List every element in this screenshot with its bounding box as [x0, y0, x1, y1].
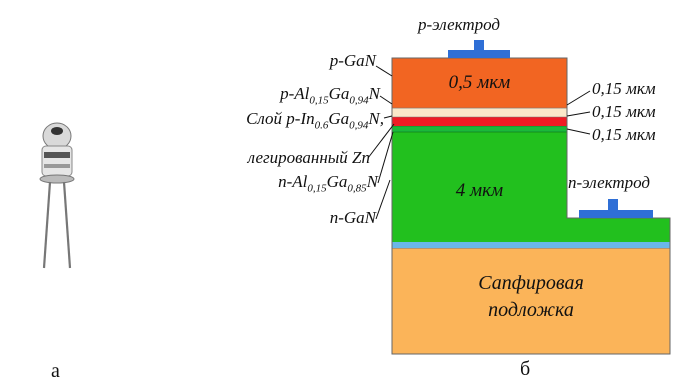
led-bulb	[39, 122, 75, 184]
p-electrode-label: p-электрод	[418, 15, 500, 34]
substrate-label-line2: подложка	[488, 299, 574, 321]
ingan-layer	[392, 117, 567, 126]
substrate-label-line1: Сапфировая	[478, 272, 584, 294]
substrate-label: Сапфировая подложка	[392, 270, 670, 324]
leader-lines-right	[566, 90, 591, 135]
n-algan-label: n-Al0,15Ga0,85N	[278, 172, 378, 195]
n-electrode-label: n-электрод	[568, 173, 650, 192]
p-electrode	[448, 40, 510, 58]
n-gan-step	[567, 218, 670, 242]
n-gan-layer	[392, 132, 567, 242]
led-leads	[42, 181, 72, 269]
p-algan-layer	[391, 107, 568, 118]
n-gan-thickness: 4 мкм	[455, 180, 504, 201]
n-algan-layer	[391, 125, 568, 133]
leader-lines-left	[367, 65, 395, 220]
doped-zn-label: легированный Zn	[247, 148, 370, 167]
thickness-label-2: 0,15 мкм	[592, 102, 656, 121]
p-gan-layer	[391, 57, 568, 109]
p-gan-thickness: 0,5 мкм	[448, 72, 511, 93]
panel-letter-a: а	[51, 360, 60, 382]
n-gan-label: n-GaN	[329, 208, 376, 227]
n-electrode	[579, 199, 653, 218]
thin-blue-layer	[392, 242, 670, 248]
ingan-label: Слой p-In0.6Ga0,94N,	[246, 109, 384, 132]
p-gan-label: p-GaN	[329, 51, 376, 70]
panel-letter-b: б	[520, 358, 531, 380]
structure-outline	[391, 57, 671, 355]
thickness-label-1: 0,15 мкм	[592, 79, 656, 98]
thickness-label-3: 0,15 мкм	[592, 125, 656, 144]
p-algan-label: p-Al0,15Ga0,94N	[280, 84, 380, 107]
